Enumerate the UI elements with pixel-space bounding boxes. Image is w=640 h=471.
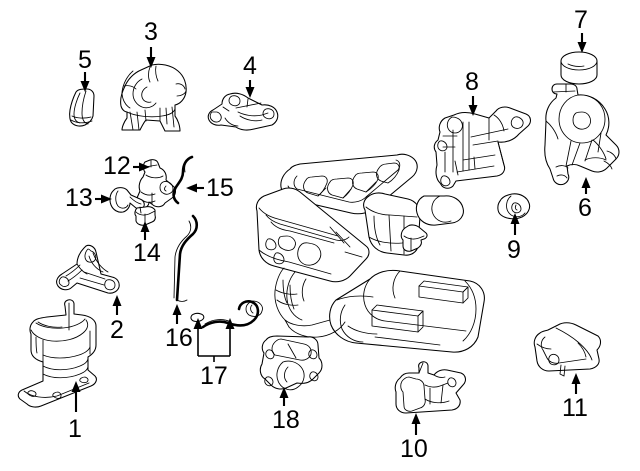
callout-label-14[interactable]: 14 bbox=[133, 239, 161, 267]
callout-label-12[interactable]: 12 bbox=[103, 152, 131, 180]
callout-label-16[interactable]: 16 bbox=[165, 324, 193, 352]
callout-label-8[interactable]: 8 bbox=[465, 68, 479, 96]
part-13-clip-retainer bbox=[109, 187, 145, 213]
part-9-mount-bushing-round bbox=[497, 193, 531, 220]
part-6-torque-rod bbox=[544, 83, 620, 186]
callout-label-2[interactable]: 2 bbox=[110, 316, 124, 344]
callout-label-15[interactable]: 15 bbox=[206, 174, 234, 202]
callout-label-18[interactable]: 18 bbox=[272, 406, 300, 434]
callout-label-11[interactable]: 11 bbox=[562, 394, 588, 422]
part-18-mount-bracket-front bbox=[259, 335, 323, 391]
callout-label-9[interactable]: 9 bbox=[507, 236, 521, 264]
callout-label-3[interactable]: 3 bbox=[144, 18, 158, 46]
callout-label-6[interactable]: 6 bbox=[578, 194, 592, 222]
callout-label-17[interactable]: 17 bbox=[200, 362, 228, 390]
part-16-vacuum-hose-long bbox=[173, 214, 199, 302]
part-8-engine-mount-bracket-rear bbox=[433, 106, 531, 189]
part-15-vacuum-hose-short bbox=[172, 155, 194, 205]
callout-label-13[interactable]: 13 bbox=[65, 184, 93, 212]
part-11-mount-stay-bracket bbox=[533, 322, 602, 377]
part-1-engine-mount-main bbox=[17, 299, 97, 408]
callout-label-5[interactable]: 5 bbox=[78, 46, 92, 74]
callout-label-7[interactable]: 7 bbox=[574, 6, 588, 34]
callout-label-4[interactable]: 4 bbox=[243, 52, 257, 80]
part-3-transmission-mount bbox=[120, 63, 187, 132]
callout-leaders bbox=[71, 33, 591, 435]
callout-label-10[interactable]: 10 bbox=[400, 435, 428, 463]
part-2-mount-bracket-triangular bbox=[56, 244, 120, 294]
part-14-mount-cap-nut bbox=[134, 206, 156, 226]
part-12-valve-fitting bbox=[135, 159, 177, 209]
part-7-mount-bushing-cylinder bbox=[560, 51, 598, 85]
part-4-mount-bracket-side bbox=[207, 92, 279, 131]
part-5-mount-stopper bbox=[69, 88, 95, 127]
part-10-mount-bracket-lower bbox=[394, 361, 466, 414]
callout-label-1[interactable]: 1 bbox=[68, 415, 82, 443]
engine-assembly bbox=[245, 153, 485, 353]
